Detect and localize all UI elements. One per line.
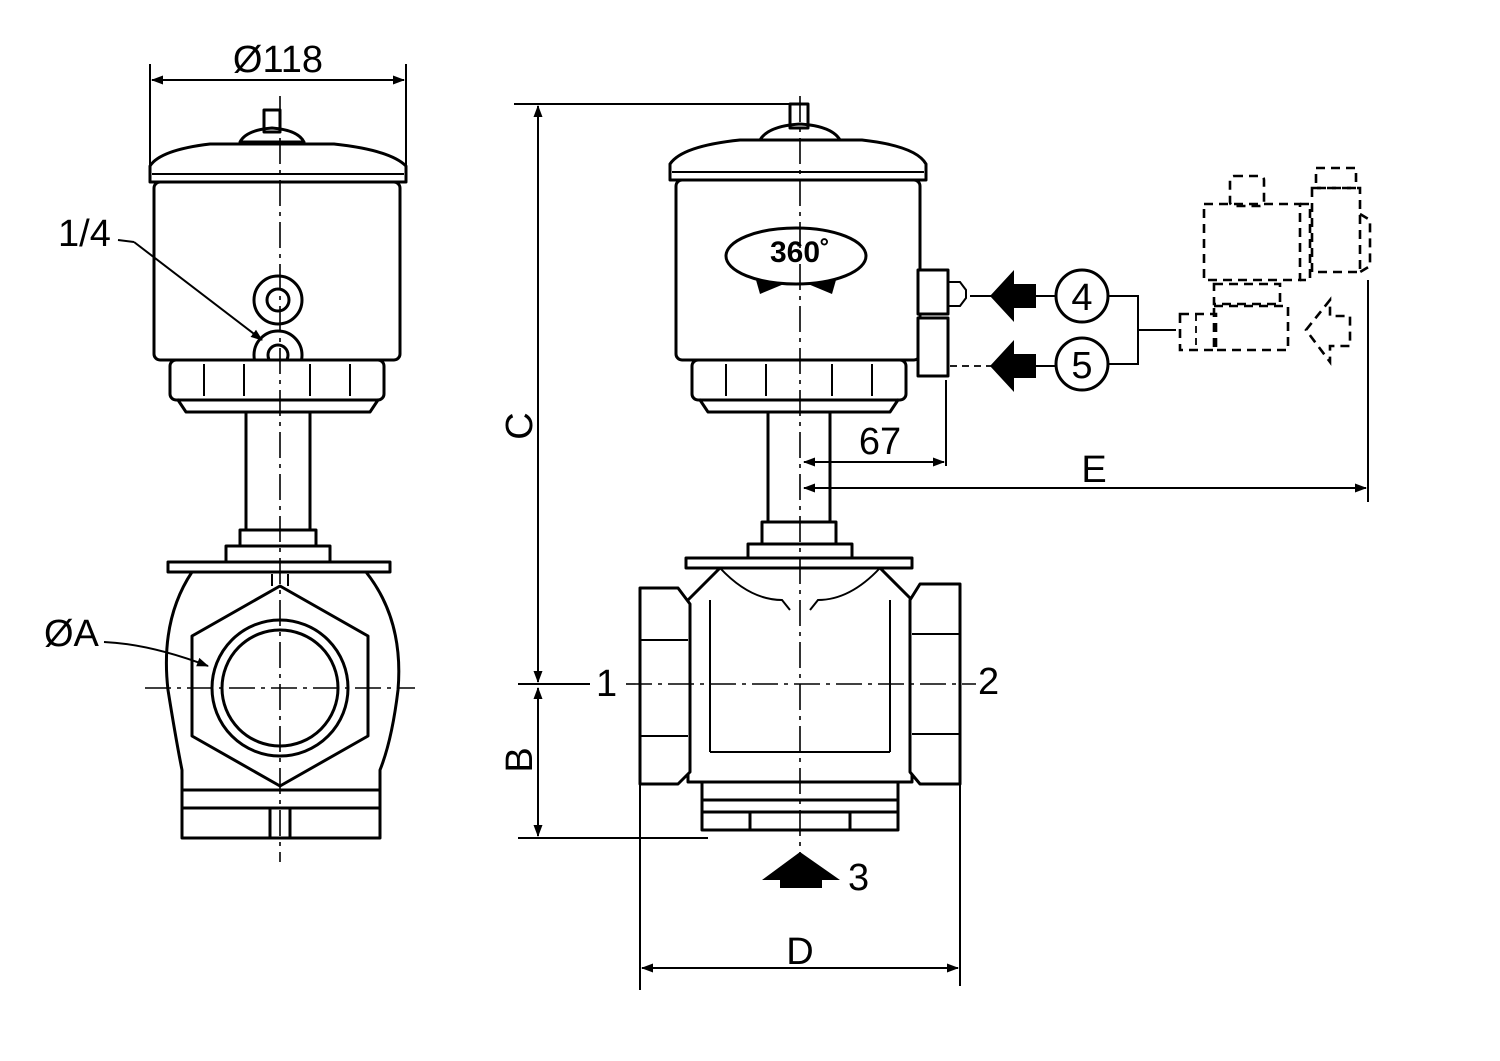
air-connections: 4 5 (950, 268, 1176, 392)
port-size-callout: 1/4 (58, 213, 263, 341)
stem-nut (238, 528, 318, 548)
solenoid-valve-option (1178, 166, 1372, 366)
air-fitting-lower (916, 316, 950, 378)
dim-118: Ø118 (149, 39, 407, 166)
bore-diameter-label: ØA (44, 613, 100, 655)
port-size-label: 1/4 (58, 213, 111, 255)
dim-e-label: E (1081, 449, 1106, 491)
dim-c-label: C (499, 412, 541, 439)
front-actuator-cap (668, 138, 928, 182)
air-inlet-arrow-lower (990, 340, 1036, 392)
top-diameter-label: Ø118 (233, 39, 323, 81)
knob-base (238, 126, 306, 144)
callout-4-label: 4 (1071, 277, 1092, 319)
dim-d-label: D (786, 931, 813, 973)
valve-stem (244, 410, 312, 532)
front-view: 360˚ (626, 96, 976, 856)
air-inlet-arrow-upper (990, 270, 1036, 322)
port-1-nut (638, 586, 692, 786)
rotation-indicator (724, 226, 868, 286)
bore-callout: ØA (44, 613, 209, 667)
front-actuator-body (674, 178, 922, 362)
front-valve-stem (766, 410, 832, 524)
dim-b: B (499, 683, 708, 839)
dim-e: E (803, 280, 1369, 502)
front-actuator-ring (690, 358, 908, 402)
port-1-label: 1 (596, 663, 617, 705)
dim-c: C (499, 103, 790, 683)
dim-67-label: 67 (859, 421, 901, 463)
dim-67: 67 (803, 380, 947, 467)
exhaust-arrow-outline (1304, 296, 1352, 366)
dim-d: D (639, 784, 961, 990)
actuator-ring (168, 358, 386, 402)
dim-b-label: B (499, 747, 541, 772)
port-3-flow-arrow: 3 (762, 852, 869, 899)
front-top-knob (788, 102, 810, 130)
side-view (145, 96, 415, 862)
air-fitting-upper (916, 268, 950, 316)
actuator-cap (148, 142, 408, 184)
port-2-label: 2 (978, 661, 999, 703)
port-3-label: 3 (848, 857, 869, 899)
callout-5-label: 5 (1071, 345, 1092, 387)
port-upper (252, 274, 304, 326)
